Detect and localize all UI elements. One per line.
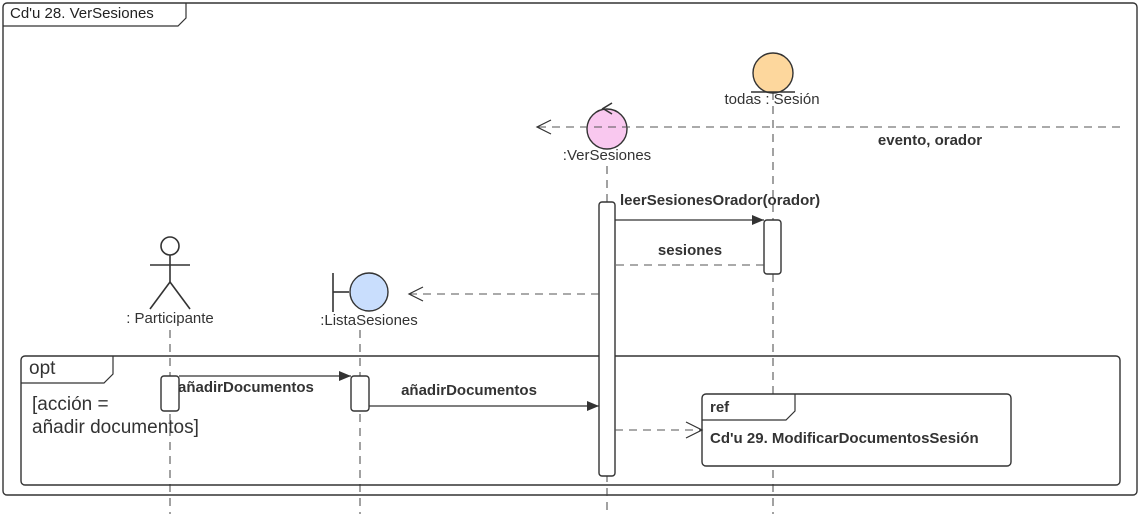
lifeline-label-ver-sesiones: :VerSesiones [563,147,651,164]
opt-guard-line2: añadir documentos] [32,417,199,438]
actor-icon [149,236,191,310]
activation-sesion [763,219,782,275]
message-label-leer-sesiones: leerSesionesOrador(orador) [620,192,820,209]
lifeline-label-participante: : Participante [126,310,214,327]
lifeline-label-sesion: todas : Sesión [724,91,819,108]
opt-operator: opt [29,358,56,379]
entity-icon [751,52,795,94]
frame-title: Cd'u 28. VerSesiones [10,5,154,22]
message-return-lista-arrowhead [407,286,424,302]
message-evento-orador-arrowhead [535,119,552,135]
ref-operator-tab [702,394,796,421]
control-icon [586,102,628,150]
opt-fragment [20,355,1121,486]
activation-ver-sesiones [598,201,616,477]
opt-guard-line1: [acción = [32,394,109,415]
frame-title-tab [3,3,187,27]
ref-operator: ref [710,399,730,416]
diagram-frame [2,2,1138,496]
message-label-evento-orador: evento, orador [878,132,982,149]
message-to-ref-arrowhead [685,421,704,439]
message-label-anadir-documentos-1: añadirDocumentos [178,379,314,396]
message-label-anadir-documentos-2: añadirDocumentos [401,382,537,399]
ref-text: Cd'u 29. ModificarDocumentosSesión [710,430,979,447]
activation-lista-sesiones [350,375,370,412]
opt-operator-tab [21,356,114,384]
lifeline-label-lista-sesiones: :ListaSesiones [320,312,418,329]
boundary-icon [332,272,389,312]
message-label-sesiones: sesiones [658,242,722,259]
activation-participante [160,375,180,412]
